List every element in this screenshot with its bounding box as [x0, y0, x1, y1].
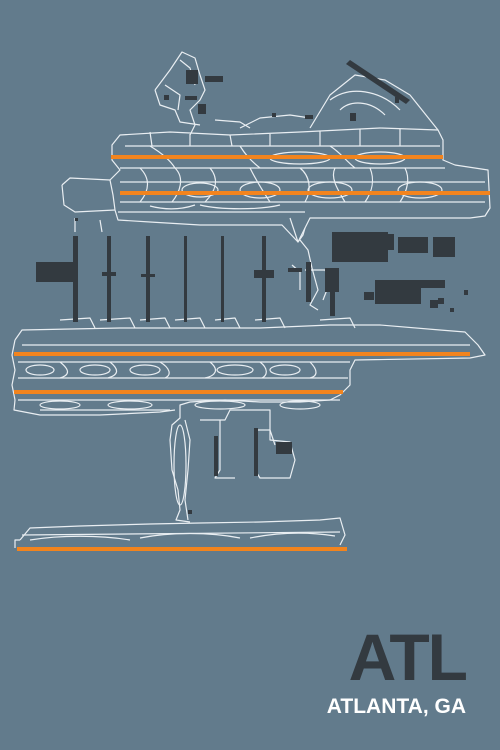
city-name: ATLANTA, GA	[326, 695, 466, 718]
terminal-buildings	[36, 60, 468, 514]
runways	[14, 155, 490, 551]
airport-code: ATL	[348, 620, 468, 694]
